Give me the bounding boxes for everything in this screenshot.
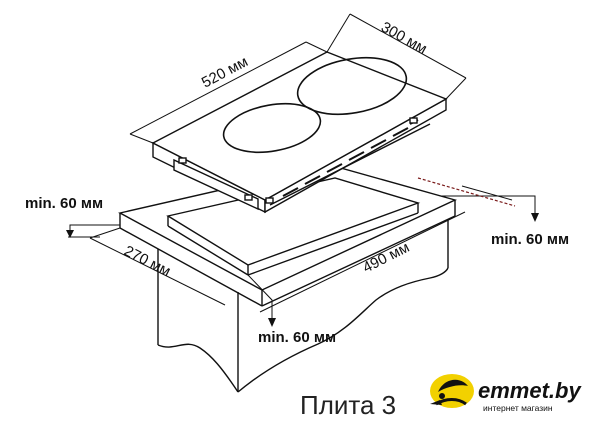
label-hob-length: 520 мм — [199, 53, 251, 91]
label-cutout-depth: 270 мм — [121, 242, 173, 280]
emmet-logo: emmet.by интернет магазин — [395, 372, 599, 420]
countertop-block — [118, 164, 458, 393]
hob-vents — [282, 119, 419, 197]
label-hob-width: 300 мм — [378, 19, 430, 58]
arrow-heads — [66, 213, 539, 327]
label-min-front: min. 60 мм — [258, 329, 336, 346]
logo-name: emmet.by — [478, 378, 582, 403]
logo-tagline: интернет магазин — [483, 403, 553, 413]
label-min-right: min. 60 мм — [491, 231, 569, 248]
burner-large — [296, 56, 408, 116]
label-min-left: min. 60 мм — [25, 195, 103, 212]
burner-small — [222, 103, 322, 153]
caption-title: Плита 3 — [300, 390, 396, 420]
accent-guide — [417, 177, 516, 207]
dimension-lines — [68, 13, 536, 318]
label-cutout-length: 490 мм — [360, 239, 412, 277]
